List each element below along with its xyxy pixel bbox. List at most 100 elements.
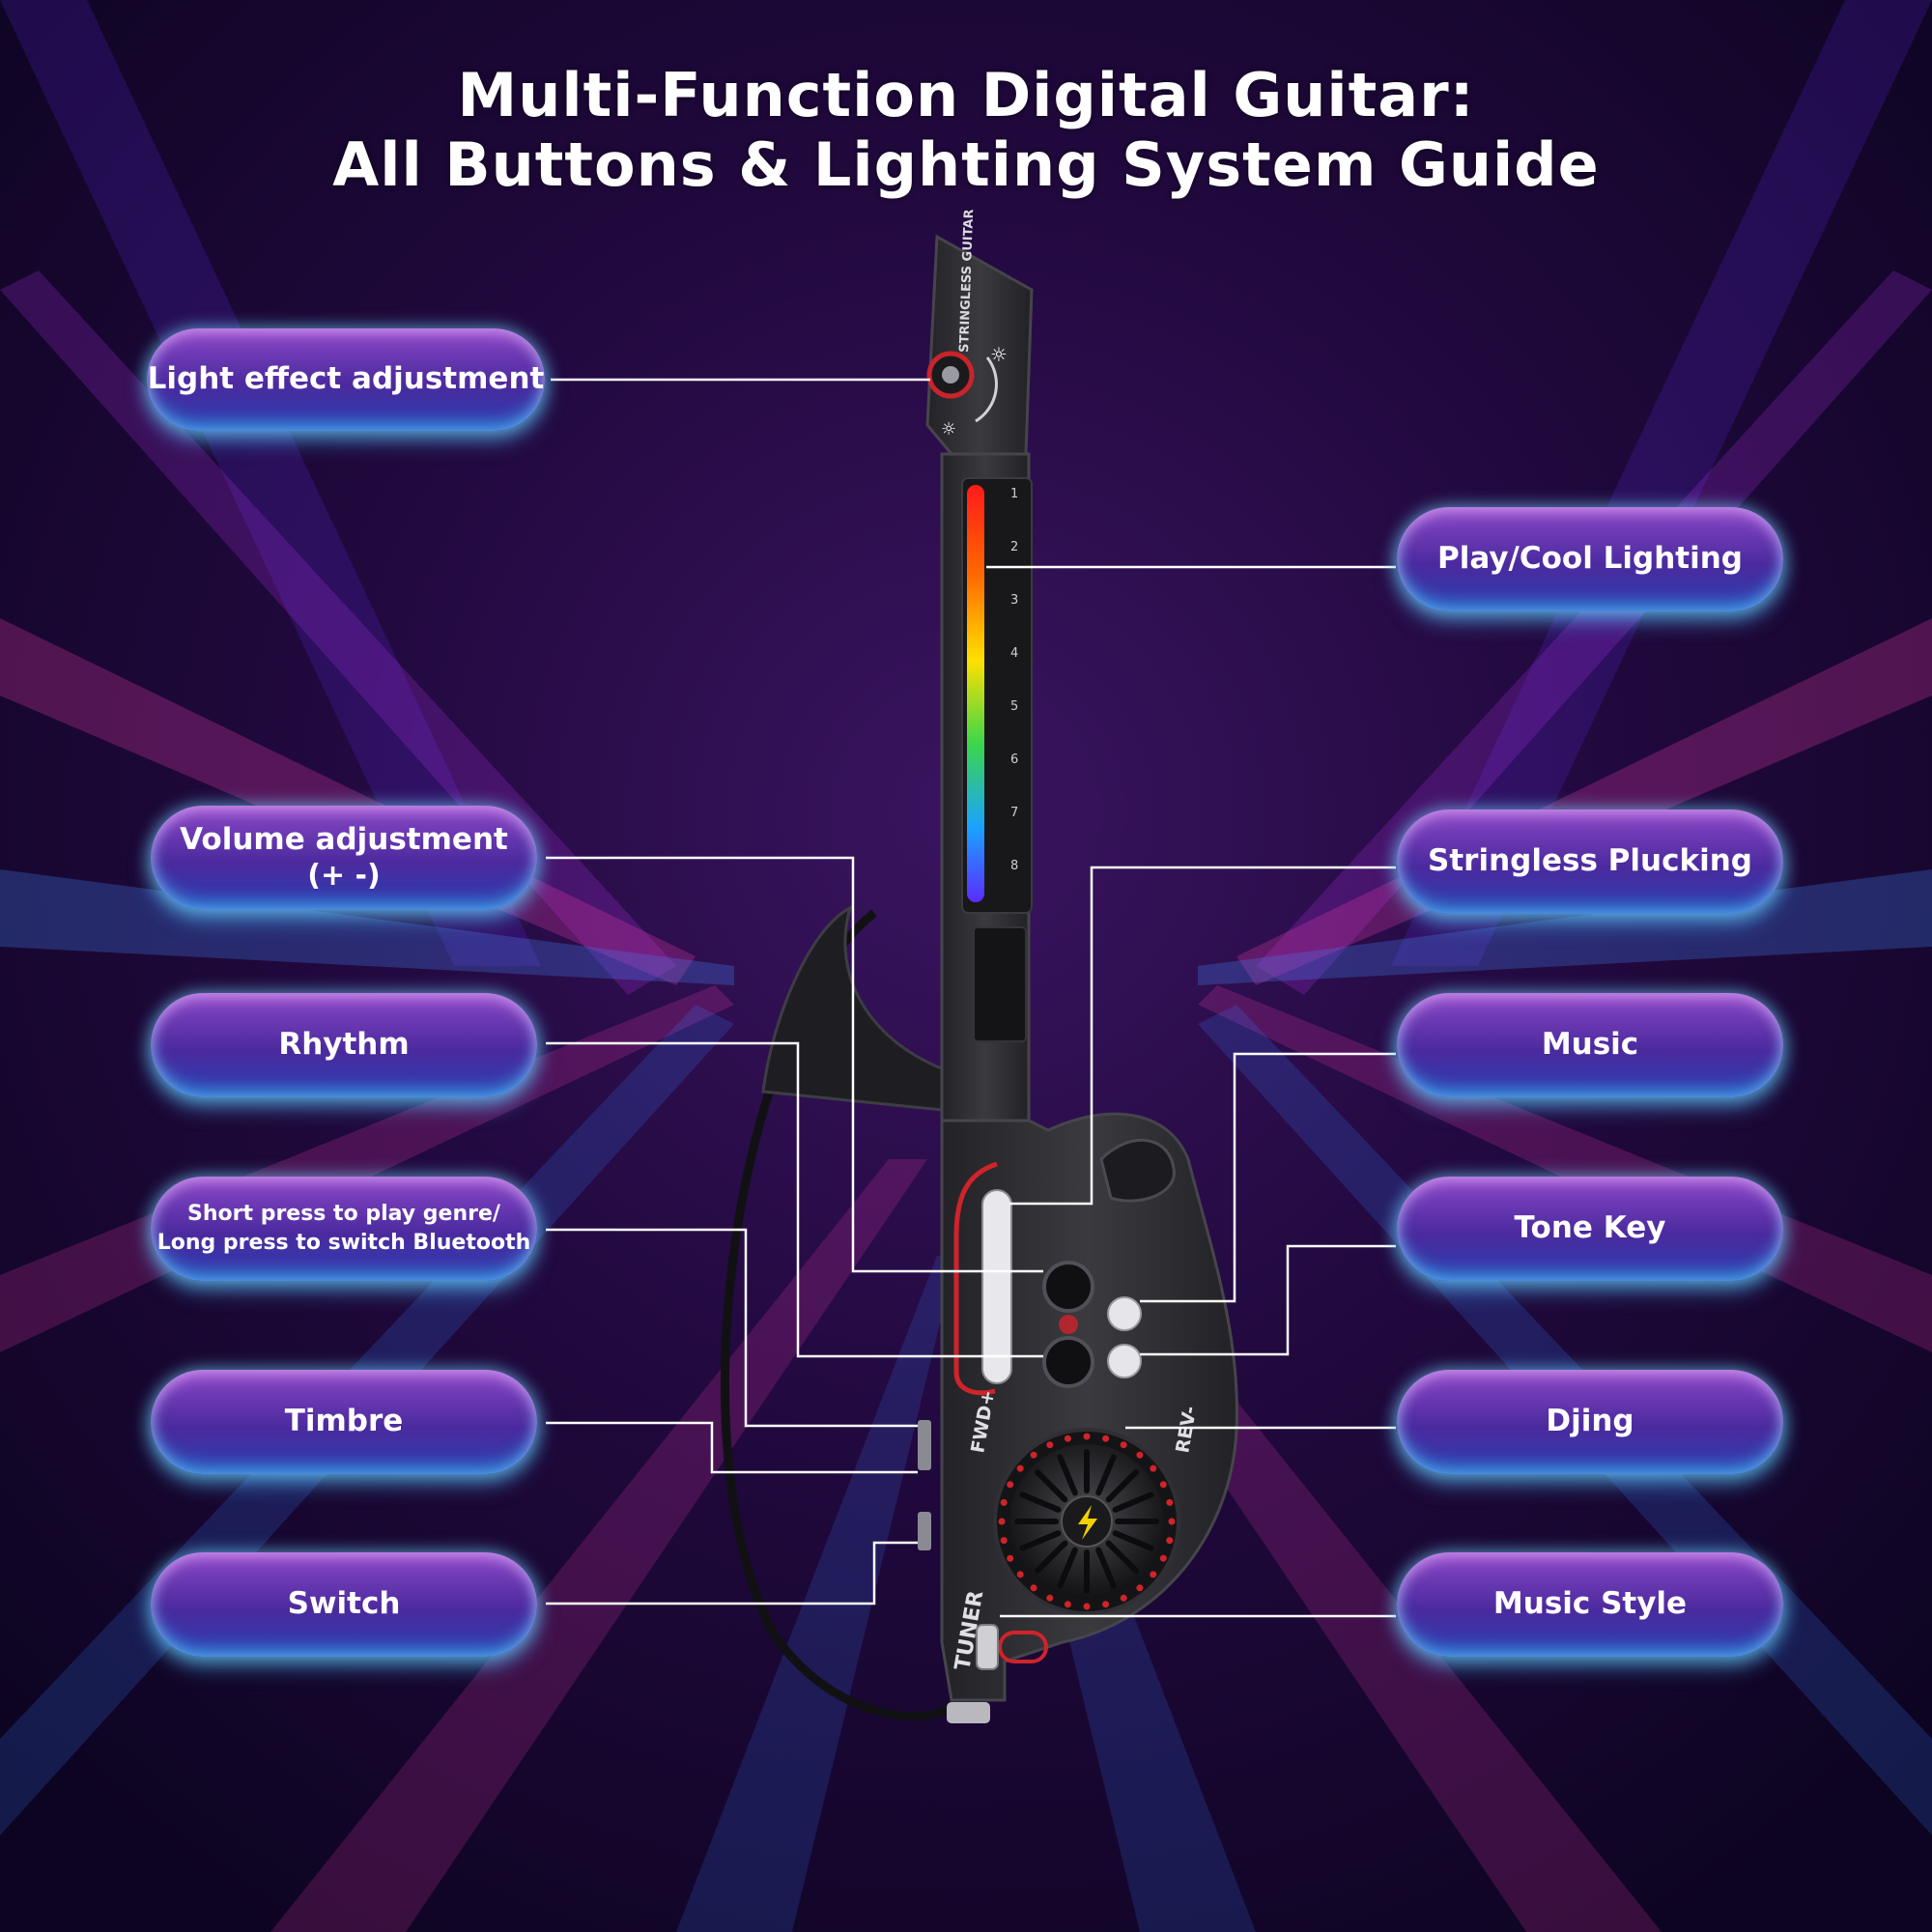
stringless-plucking-bar[interactable]: [981, 1189, 1012, 1384]
plucking-red-trim: [953, 1161, 998, 1396]
label-volume-text: Volume adjustment: [180, 822, 508, 858]
dj-led: [1030, 1451, 1037, 1459]
dj-led: [1102, 1435, 1110, 1442]
label-stringless-text: Stringless Plucking: [1428, 843, 1752, 879]
dj-led: [1102, 1601, 1110, 1608]
dj-led: [1159, 1481, 1167, 1489]
label-play-text: Play/Cool Lighting: [1437, 541, 1743, 577]
dj-led: [1136, 1451, 1144, 1459]
label-music-text: Music: [1541, 1027, 1639, 1063]
label-genre-bluetooth: Short press to play genre/ Long press to…: [151, 1177, 537, 1281]
speaker-grille: [1099, 1138, 1176, 1203]
tone-key-button[interactable]: [1107, 1344, 1142, 1378]
sun-bright-icon: ☼: [990, 343, 1008, 366]
dj-led: [998, 1518, 1006, 1525]
label-switch-text: Switch: [287, 1586, 401, 1622]
connector-music: [1140, 1052, 1396, 1303]
fret-number: 7: [1010, 806, 1018, 820]
dj-led: [1083, 1433, 1091, 1440]
label-bluetooth-text: Long press to switch Bluetooth: [156, 1231, 531, 1255]
dj-spoke: [1095, 1454, 1117, 1496]
connector-tone: [1140, 1244, 1396, 1356]
dj-spoke: [1105, 1469, 1139, 1503]
label-tone-key: Tone Key: [1397, 1177, 1783, 1281]
connector-lines: [546, 378, 1396, 1618]
label-light-effect-text: Light effect adjustment: [147, 361, 545, 397]
dj-led: [1007, 1554, 1014, 1562]
fret-number: 6: [1010, 753, 1018, 767]
connector-rhythm: [546, 1041, 1043, 1358]
headstock-brand-text: STRINGLESS GUITAR: [957, 209, 977, 353]
fret-number: 5: [1010, 699, 1018, 714]
label-music-style: Music Style: [1397, 1552, 1783, 1657]
dj-led: [1030, 1584, 1037, 1592]
label-djing: Djing: [1397, 1370, 1783, 1474]
sun-dim-icon: ☼: [941, 419, 956, 440]
dj-led: [1064, 1601, 1071, 1608]
dj-led: [1166, 1498, 1174, 1506]
music-style-track: [998, 1631, 1048, 1663]
label-stringless-plucking: Stringless Plucking: [1397, 810, 1783, 914]
music-style-slider[interactable]: [976, 1624, 999, 1670]
label-play-cool-lighting: Play/Cool Lighting: [1397, 507, 1783, 611]
dj-led: [1000, 1537, 1008, 1545]
dj-led: [1083, 1603, 1091, 1610]
dj-led: [1120, 1441, 1127, 1449]
label-light-effect: Light effect adjustment: [147, 328, 545, 431]
dj-led: [1016, 1571, 1024, 1578]
dj-led: [1150, 1464, 1157, 1472]
label-genre-text: Short press to play genre/: [187, 1202, 500, 1227]
dj-led: [1007, 1481, 1014, 1489]
dj-led: [1120, 1594, 1127, 1602]
lightning-icon: [1078, 1505, 1097, 1540]
dj-led: [1046, 1441, 1054, 1449]
button-indicator-red: [1059, 1315, 1078, 1334]
dj-spoke: [1035, 1540, 1068, 1574]
label-volume: Volume adjustment (+ -): [151, 806, 537, 910]
label-music: Music: [1397, 993, 1783, 1097]
connector-switch: [546, 1541, 918, 1605]
fret-number: 3: [1010, 593, 1018, 608]
label-volume-subtext: (+ -): [307, 858, 381, 893]
dj-spoke: [1095, 1547, 1117, 1589]
fret-number: 4: [1010, 646, 1018, 661]
dj-led: [1046, 1594, 1054, 1602]
dj-led: [1159, 1554, 1167, 1562]
dj-wheel-spokes: [1014, 1449, 1159, 1594]
rhythm-button[interactable]: [1042, 1336, 1094, 1388]
play-cool-lighting-bar[interactable]: [967, 485, 984, 902]
label-djing-text: Djing: [1546, 1404, 1634, 1439]
volume-button[interactable]: [1042, 1261, 1094, 1313]
title-line-2: All Buttons & Lighting System Guide: [332, 129, 1600, 200]
connector-timbre: [546, 1421, 918, 1474]
music-button[interactable]: [1107, 1296, 1142, 1331]
title-line-1: Multi-Function Digital Guitar:: [457, 60, 1475, 130]
dj-spoke: [1112, 1492, 1154, 1513]
dj-spoke: [1019, 1530, 1062, 1551]
light-effect-knob-cap: [942, 366, 959, 384]
dj-spoke: [1112, 1530, 1154, 1551]
label-style-text: Music Style: [1492, 1586, 1688, 1622]
dj-led: [1064, 1435, 1071, 1442]
dj-wheel-leds: [998, 1433, 1176, 1610]
dj-spoke: [1019, 1492, 1062, 1513]
label-timbre-text: Timbre: [284, 1404, 404, 1439]
fret-number: 1: [1010, 487, 1018, 501]
dj-spoke: [1035, 1469, 1068, 1503]
label-switch: Switch: [151, 1552, 537, 1657]
connector-genre: [546, 1228, 918, 1428]
switch-side-button[interactable]: [918, 1512, 931, 1550]
connector-volume: [546, 856, 1043, 1273]
dj-led: [1166, 1537, 1174, 1545]
label-rhythm: Rhythm: [151, 993, 537, 1097]
connector-stringless: [1009, 866, 1396, 1206]
dj-spoke: [1105, 1540, 1139, 1574]
dj-led: [1150, 1571, 1157, 1578]
dj-led: [1000, 1498, 1008, 1506]
dj-led: [1168, 1518, 1176, 1525]
fret-number: 8: [1010, 859, 1018, 873]
dj-spoke: [1057, 1454, 1078, 1496]
timbre-side-button[interactable]: [918, 1420, 931, 1470]
